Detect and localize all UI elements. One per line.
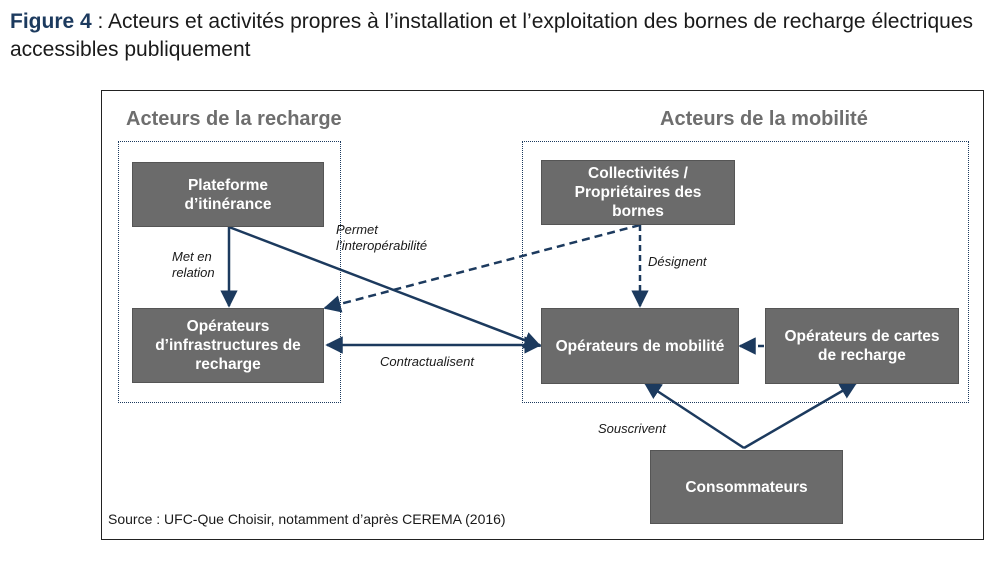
figure-number: Figure 4 xyxy=(10,10,92,33)
node-collectivites-proprietaires: Collectivités / Propriétaires des bornes xyxy=(541,160,735,225)
node-operateurs-mobilite: Opérateurs de mobilité xyxy=(541,308,739,384)
node-operateurs-cartes: Opérateurs de cartes de recharge xyxy=(765,308,959,384)
edge-souscrivent-cartes xyxy=(743,381,858,450)
edge-collectivites-operateurs-infra xyxy=(323,223,641,313)
source-note: Source : UFC-Que Choisir, notamment d’ap… xyxy=(108,511,506,527)
group-title-recharge: Acteurs de la recharge xyxy=(126,108,342,130)
label-permet-interoperabilite: Permet l’interopérabilité xyxy=(336,222,428,253)
group-box-recharge xyxy=(118,141,341,403)
group-title-mobilite: Acteurs de la mobilité xyxy=(660,108,868,130)
edge-permet-interoperabilite xyxy=(228,225,542,349)
diagram-frame xyxy=(101,90,984,540)
node-operateurs-infrastructures: Opérateurs d’infrastructures de recharge xyxy=(132,308,324,383)
figure-caption: Figure 4 : Acteurs et activités propres … xyxy=(10,8,995,64)
edge-souscrivent-mobilite xyxy=(643,381,745,450)
label-souscrivent: Souscrivent xyxy=(598,421,666,436)
node-plateforme-itinerance: Plateforme d’itinérance xyxy=(132,162,324,227)
label-contractualisent: Contractualisent xyxy=(380,354,474,369)
figure-caption-text: : Acteurs et activités propres à l’insta… xyxy=(10,10,974,61)
group-box-mobilite xyxy=(522,141,969,403)
label-met-en-relation: Met en relation xyxy=(172,249,215,280)
node-consommateurs: Consommateurs xyxy=(650,450,843,524)
label-designent: Désignent xyxy=(648,254,707,269)
